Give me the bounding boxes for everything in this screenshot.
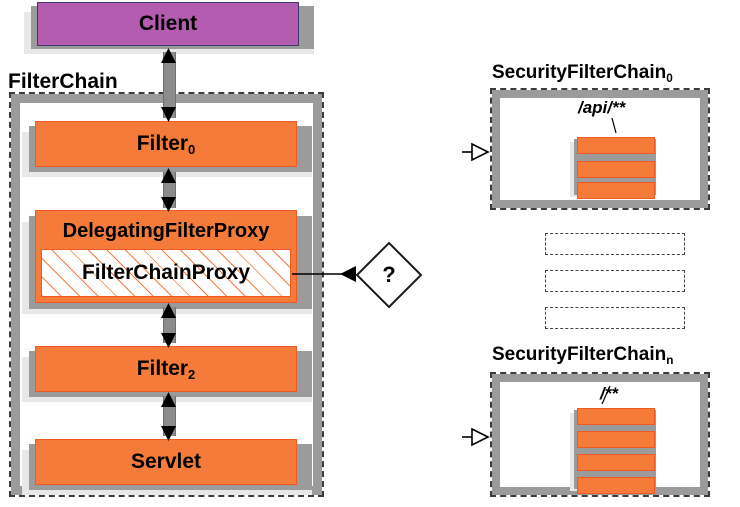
servlet-label: Servlet	[130, 450, 202, 473]
filter2-label: Filter2	[136, 357, 196, 383]
sc0-filter-0[interactable]	[577, 137, 655, 154]
scn-filter-3[interactable]	[577, 477, 655, 494]
connector-filter2-servlet	[163, 396, 176, 436]
client-label: Client	[138, 12, 198, 35]
sc0-filter-2[interactable]	[577, 182, 655, 199]
security-chain-n-subscript: n	[666, 353, 674, 367]
filterchain-title: FilterChain	[8, 70, 118, 93]
security-chain-n-title: SecurityFilterChainn	[492, 344, 674, 367]
security-chain-n-pattern: /**	[600, 384, 618, 403]
ellipsis-row-2	[545, 307, 685, 329]
security-chain-0-pattern: /api/**	[578, 98, 626, 117]
decision-label: ?	[382, 262, 396, 287]
ellipsis-row-0	[545, 233, 685, 255]
filter0-box[interactable]: Filter0	[35, 121, 297, 167]
filter2-box[interactable]: Filter2	[35, 346, 297, 392]
filter-chain-proxy-box[interactable]: FilterChainProxy	[41, 249, 291, 297]
filter0-subscript: 0	[188, 142, 196, 158]
connector-delegating-filter2	[163, 307, 176, 343]
sc0-filter-1[interactable]	[577, 161, 655, 178]
scn-filter-2[interactable]	[577, 454, 655, 471]
delegating-filter-proxy-label: DelegatingFilterProxy	[62, 220, 270, 242]
ellipsis-row-1	[545, 270, 685, 292]
filter0-label: Filter0	[136, 132, 196, 158]
client-box[interactable]: Client	[37, 2, 299, 46]
decision-diamond[interactable]: ?	[352, 238, 426, 312]
arrowhead-to-security-chain-n	[462, 427, 490, 447]
connector-filter0-delegating	[163, 172, 176, 208]
security-chain-0-title: SecurityFilterChain0	[492, 62, 673, 85]
arrowhead-to-security-chain-0	[462, 142, 490, 162]
scn-filter-1[interactable]	[577, 431, 655, 448]
security-chain-0-subscript: 0	[666, 71, 673, 85]
scn-filter-0[interactable]	[577, 408, 655, 425]
connector-client-filter0	[163, 52, 176, 118]
servlet-box[interactable]: Servlet	[35, 439, 297, 485]
decision-diamond-shape	[355, 241, 423, 309]
filter-chain-proxy-label: FilterChainProxy	[81, 261, 251, 284]
filter2-subscript: 2	[188, 367, 196, 383]
